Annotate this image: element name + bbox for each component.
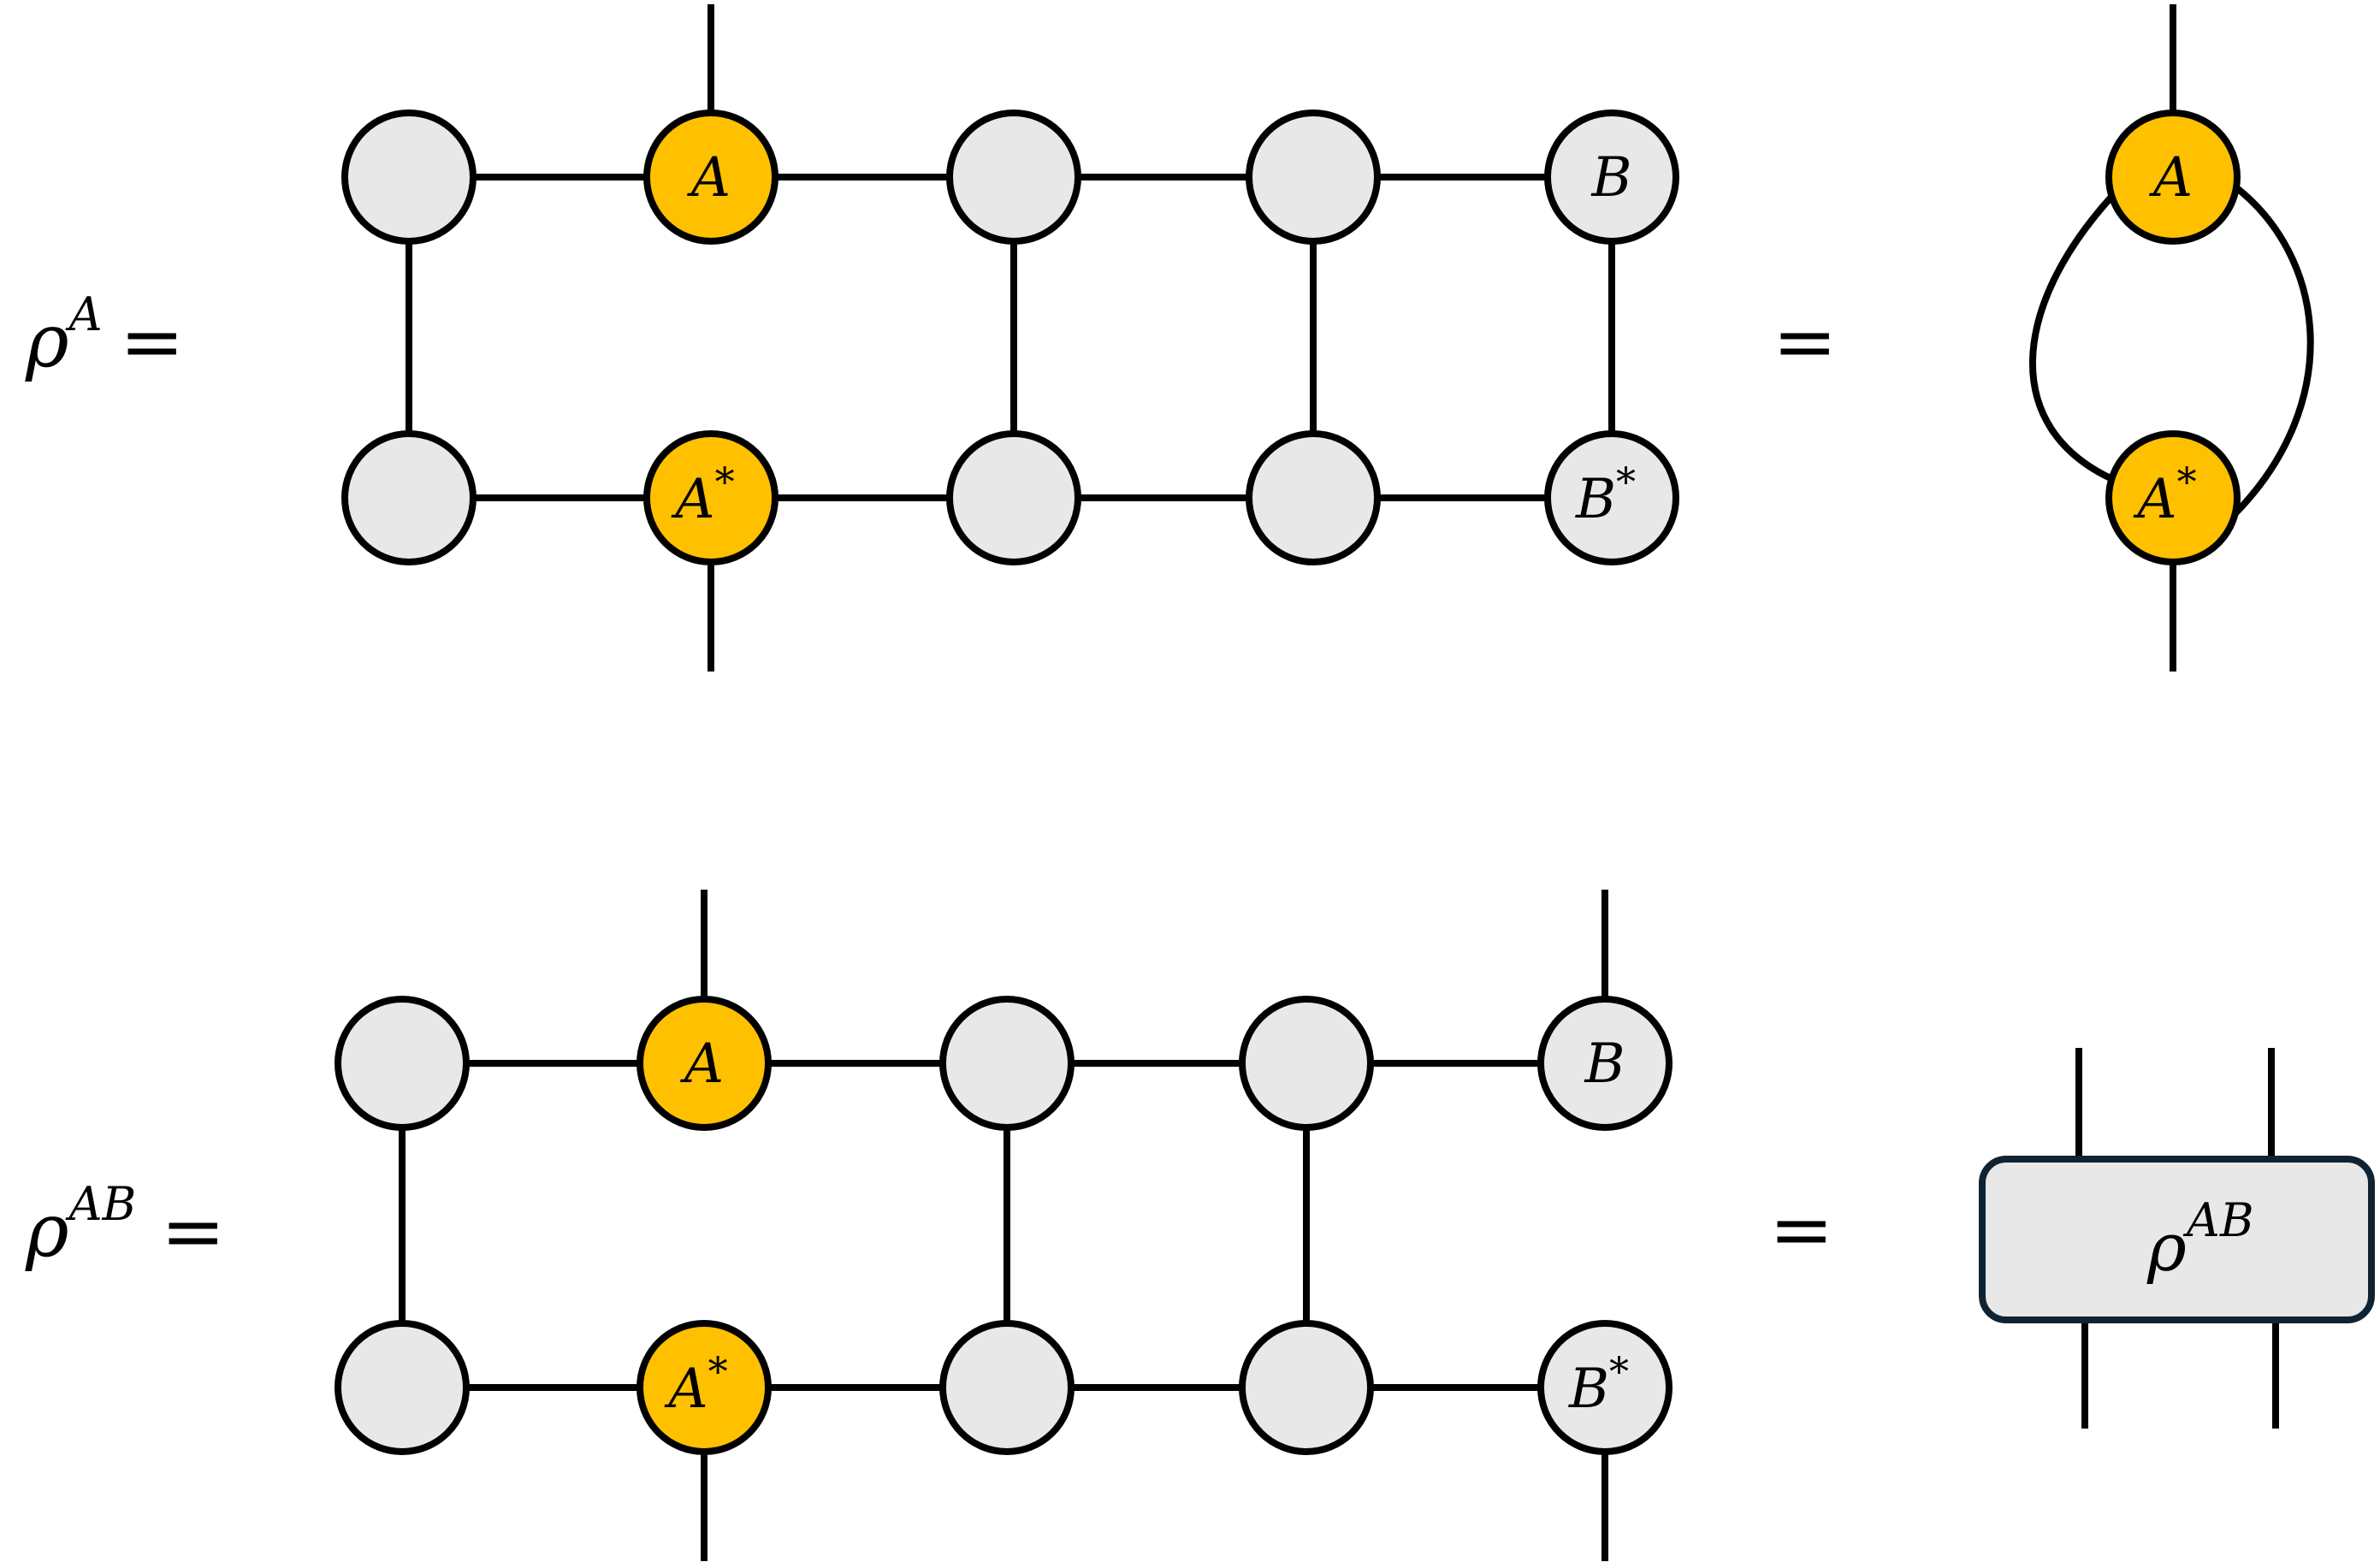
network-edges — [399, 890, 1608, 1561]
lhs-base: ρ — [25, 1188, 69, 1274]
tensor-node-a — [643, 109, 779, 245]
node-label-a-conj: A* — [664, 1348, 727, 1421]
tensor-node-a-conj — [643, 430, 779, 565]
tensor-node-a-conj — [636, 1320, 772, 1455]
rhs-tensor-node-a-conj — [2105, 430, 2241, 565]
node-label-b: B — [1584, 1033, 1625, 1096]
rhs-left-contraction-arc — [2029, 193, 2115, 482]
tensor-node-top-2 — [939, 996, 1075, 1131]
node-label-b: B — [1590, 146, 1631, 210]
lhs-rho-ab: ρAB — [25, 1177, 136, 1274]
tensor-node-top-0 — [335, 996, 470, 1131]
tensor-node-bottom-2 — [946, 430, 1081, 565]
equals-sign: = — [1769, 1185, 1833, 1275]
reduced-density-box: ρAB — [1979, 1048, 2375, 1429]
lhs-base: ρ — [25, 299, 69, 384]
reduced-density-network: A A* — [2029, 4, 2314, 672]
lhs-superscript: A — [65, 287, 103, 341]
tensor-node-bottom-2 — [939, 1320, 1075, 1455]
lhs-equals-sign: = — [161, 1186, 225, 1276]
box-label: ρAB — [2146, 1193, 2254, 1287]
tensor-node-bottom-0 — [341, 430, 477, 565]
rhs-node-label-a-conj: A* — [2133, 459, 2196, 531]
tensor-node-bottom-0 — [335, 1320, 470, 1455]
node-label-a-conj: A* — [671, 459, 734, 531]
equation-rho-ab: ρAB = A B — [25, 890, 2375, 1561]
equation-rho-a: ρA = A B — [25, 4, 2314, 672]
node-label-b-conj: B* — [1568, 1348, 1629, 1421]
network-edges — [406, 4, 1615, 672]
rhs-tensor-node-a — [2105, 109, 2241, 245]
rhs-node-label-a: A — [2149, 146, 2193, 210]
lhs-superscript: AB — [65, 1177, 137, 1231]
tensor-node-top-2 — [946, 109, 1081, 245]
tensor-node-b-conj — [1544, 430, 1679, 565]
rhs-right-contraction-arc — [2231, 182, 2314, 516]
tensor-node-top-3 — [1246, 109, 1381, 245]
tensor-node-b-conj — [1537, 1320, 1673, 1455]
network-nodes — [335, 996, 1673, 1455]
tensor-node-top-0 — [341, 109, 477, 245]
node-label-b-conj: B* — [1575, 459, 1636, 531]
tensor-node-top-3 — [1239, 996, 1374, 1131]
rho-ab-tensor-box — [1979, 1156, 2375, 1323]
node-label-a: A — [687, 146, 731, 210]
equals-sign: = — [1773, 297, 1837, 387]
lhs-equals-sign: = — [120, 297, 184, 387]
node-label-a: A — [680, 1033, 724, 1096]
tensor-node-bottom-3 — [1239, 1320, 1374, 1455]
tensor-node-b — [1544, 109, 1679, 245]
tensor-node-b — [1537, 996, 1673, 1131]
tensor-node-a — [636, 996, 772, 1131]
tensor-node-bottom-3 — [1246, 430, 1381, 565]
lhs-rho-a: ρA — [25, 287, 103, 384]
network-nodes — [341, 109, 1679, 565]
